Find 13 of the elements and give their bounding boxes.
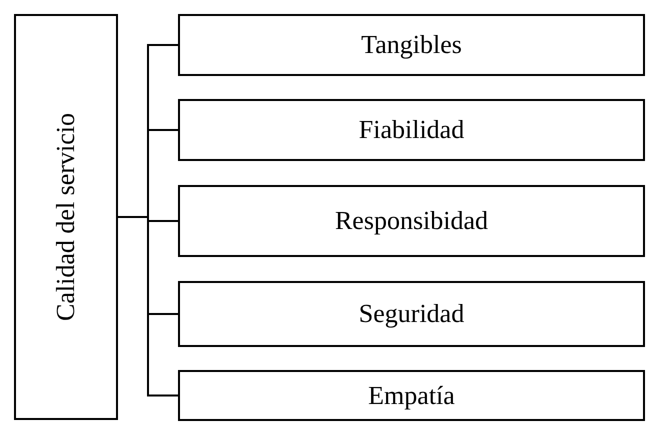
dimension-label: Fiabilidad (358, 115, 464, 145)
dimension-label: Tangibles (361, 30, 462, 60)
dimension-label: Responsibidad (334, 206, 488, 236)
dimension-box (178, 281, 645, 347)
dimension-box (178, 99, 645, 161)
category-box (14, 14, 118, 420)
dimension-box (178, 14, 645, 76)
dimension-box (178, 185, 645, 257)
category-label: Calidad del servicio (51, 113, 81, 321)
dimension-box (178, 370, 645, 421)
connector-line (118, 216, 178, 396)
dimension-label: Empatía (368, 380, 455, 410)
dimension-label: Seguridad (358, 299, 464, 329)
